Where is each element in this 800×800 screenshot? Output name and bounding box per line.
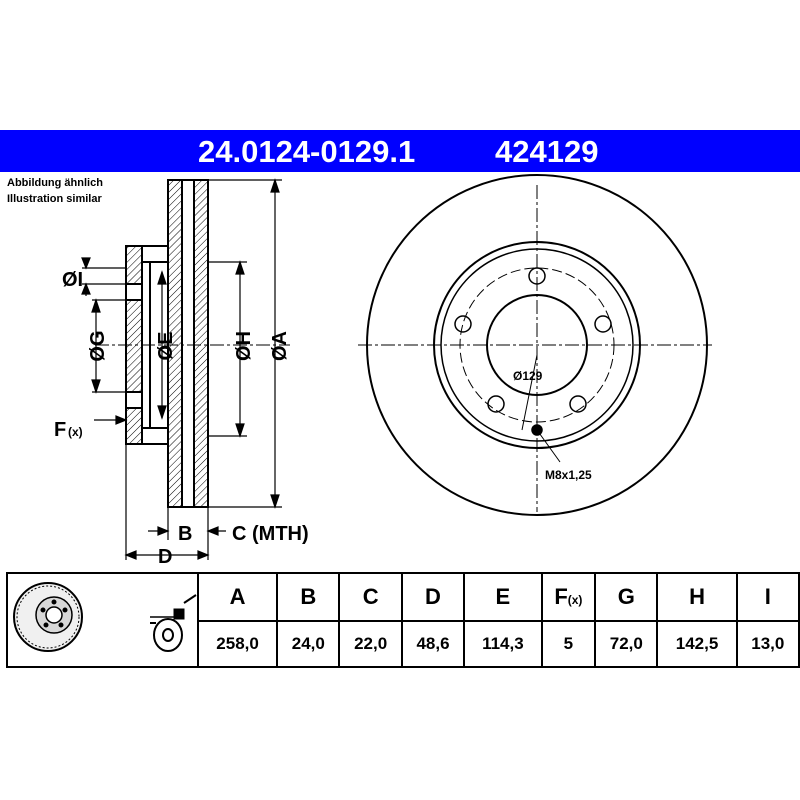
value-I: 13,0 — [735, 620, 800, 668]
spec-header-row: A B C D E F(x) G H I — [6, 572, 800, 668]
hat-inner-circle — [440, 248, 634, 442]
label-H: ØH — [233, 331, 255, 361]
value-H: 142,5 — [656, 620, 738, 668]
bolt-holes — [454, 267, 612, 413]
label-I: ØI — [62, 269, 83, 291]
disc-outer-circle — [366, 174, 708, 516]
value-C: 22,0 — [338, 620, 403, 668]
header-F: F(x) — [540, 572, 597, 622]
header-E: E — [463, 572, 543, 622]
inner-friction-ring — [193, 179, 209, 508]
reference-number: 424129 — [495, 134, 599, 169]
pcd-circle — [459, 267, 615, 423]
label-A: ØA — [269, 331, 291, 361]
header-C: C — [338, 572, 403, 622]
header-I: I — [735, 572, 800, 622]
technical-drawing: ØI ØG ØE ØH ØA F (x) B C (MTH) D Ø129 M8… — [54, 174, 712, 568]
label-C: C (MTH) — [232, 523, 309, 545]
value-D: 48,6 — [400, 620, 466, 668]
value-A: 258,0 — [196, 620, 279, 668]
value-G: 72,0 — [594, 620, 659, 668]
part-number: 24.0124-0129.1 — [198, 134, 416, 169]
header-A: A — [196, 572, 279, 622]
header-bar — [0, 130, 800, 172]
disc-measuring-icon — [150, 594, 197, 652]
side-dimensions — [81, 178, 282, 560]
value-B: 24,0 — [276, 620, 341, 668]
outer-friction-ring — [167, 179, 183, 508]
header-H: H — [656, 572, 738, 622]
label-D: D — [158, 546, 172, 568]
hat-outer-circle — [433, 241, 641, 449]
label-F: F — [54, 419, 66, 441]
front-view — [358, 174, 712, 516]
side-view-section — [125, 179, 209, 508]
value-F: 5 — [540, 620, 597, 668]
label-E: ØE — [155, 332, 177, 361]
header-G: G — [594, 572, 659, 622]
pcd-label: Ø129 — [513, 369, 543, 383]
brake-disc-thumbnail-icon — [13, 582, 83, 652]
header-D: D — [400, 572, 466, 622]
note-line-en: Illustration similar — [7, 193, 102, 205]
spec-table: A B C D E F(x) G H I 258,0 24,0 22,0 48,… — [6, 572, 800, 668]
label-G: ØG — [87, 330, 109, 361]
label-F-sub: (x) — [68, 425, 83, 439]
label-B: B — [178, 523, 192, 545]
spec-icons-cell — [6, 572, 199, 668]
note-line-de: Abbildung ähnlich — [7, 177, 103, 189]
value-E: 114,3 — [463, 620, 543, 668]
center-bore — [486, 294, 588, 396]
header-B: B — [276, 572, 341, 622]
spec-value-row: 258,0 24,0 22,0 48,6 114,3 5 72,0 142,5 … — [7, 620, 800, 668]
thread-label: M8x1,25 — [545, 468, 592, 482]
